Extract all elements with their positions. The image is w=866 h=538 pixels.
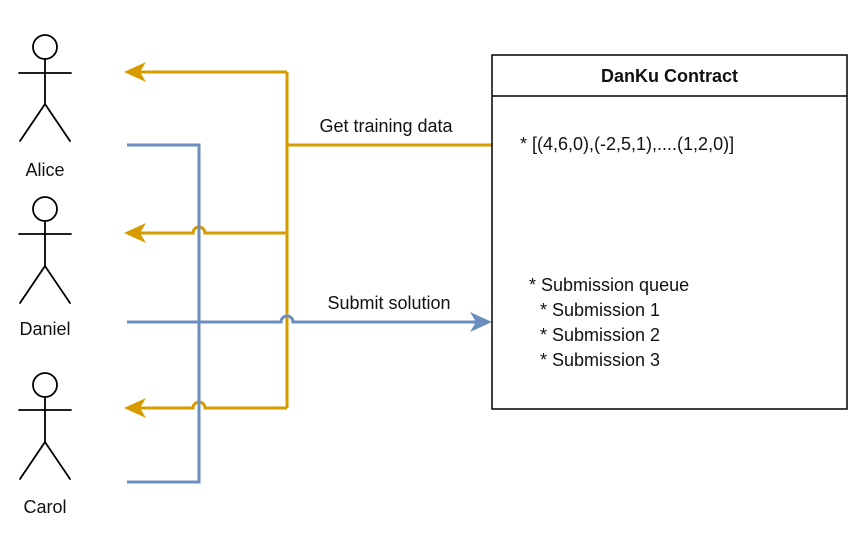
- actor-carol: [18, 372, 72, 480]
- actor-daniel-label: Daniel: [19, 319, 70, 339]
- actor-alice: [18, 34, 72, 142]
- submission-main: [127, 314, 476, 324]
- actor-carol-label: Carol: [23, 497, 66, 517]
- submission-from-alice: [127, 143, 201, 322]
- actor-daniel: [18, 196, 72, 304]
- contract-title: DanKu Contract: [601, 66, 738, 86]
- actor-alice-label: Alice: [25, 160, 64, 180]
- queue-line-1: * Submission 1: [540, 300, 660, 320]
- actor-alice-head: [32, 34, 58, 60]
- get-training-data-label: Get training data: [319, 116, 453, 136]
- arrow-to-alice: [124, 62, 146, 82]
- actor-daniel-head: [32, 196, 58, 222]
- training-data-line: * [(4,6,0),(-2,5,1),....(1,2,0)]: [520, 134, 734, 154]
- queue-line-2: * Submission 2: [540, 325, 660, 345]
- queue-line-0: * Submission queue: [529, 275, 689, 295]
- arrow-to-daniel: [124, 223, 146, 243]
- submission-edges: [127, 143, 476, 484]
- submit-solution-label: Submit solution: [327, 293, 450, 313]
- arrow-to-carol: [124, 398, 146, 418]
- training-arrowheads: [124, 62, 146, 418]
- contract-box: DanKu Contract * [(4,6,0),(-2,5,1),....(…: [491, 54, 848, 410]
- actor-carol-head: [32, 372, 58, 398]
- training-branch-daniel: [140, 225, 287, 235]
- arrow-to-contract: [470, 312, 492, 332]
- contract-body: [491, 54, 848, 410]
- training-branch-carol: [140, 400, 287, 410]
- training-data-trunk: [285, 72, 492, 408]
- queue-line-3: * Submission 3: [540, 350, 660, 370]
- submission-from-carol: [127, 322, 201, 484]
